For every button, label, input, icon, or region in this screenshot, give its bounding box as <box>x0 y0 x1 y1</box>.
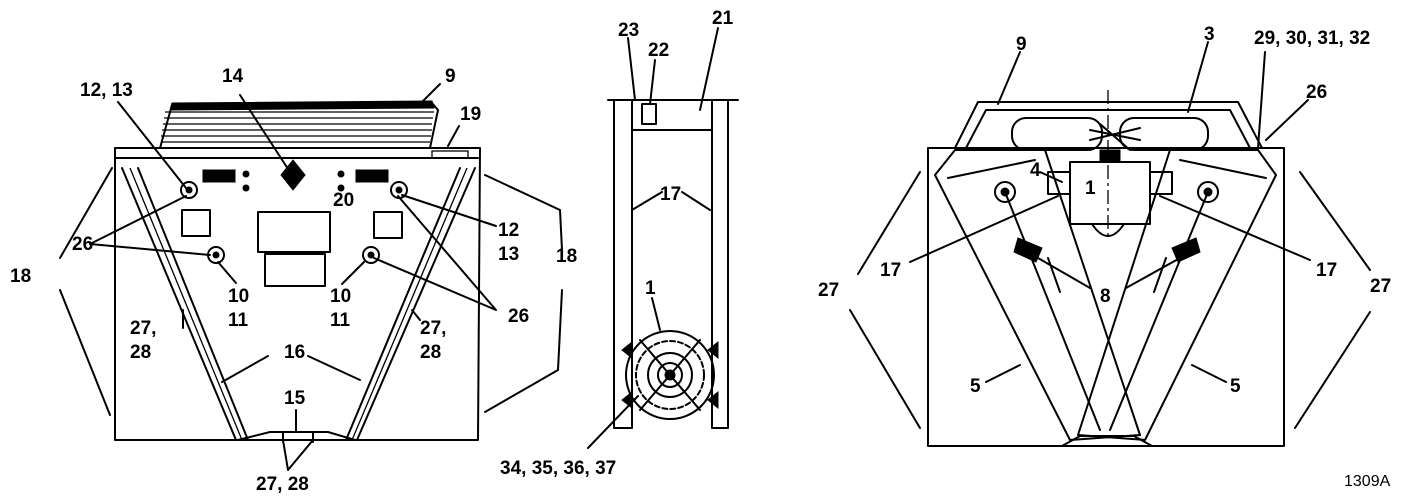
top-coil-grille <box>159 100 439 149</box>
control-box-lower <box>264 253 326 287</box>
label-4: 4 <box>1030 160 1041 181</box>
rear-ducts <box>934 149 1277 447</box>
front-leader-lines <box>59 83 563 471</box>
front-view-labels: 9 12, 13 14 19 18 26 10 11 20 12 13 18 1… <box>10 66 577 495</box>
label-20: 20 <box>333 190 354 211</box>
label-21: 21 <box>712 8 734 29</box>
label-9-rear: 9 <box>1016 34 1027 55</box>
label-11-left: 11 <box>228 310 249 331</box>
valve-fittings <box>180 181 408 264</box>
connector-left <box>202 169 236 183</box>
front-cabinet-outline <box>114 147 481 441</box>
label-27-right: 27, <box>420 318 446 339</box>
label-27-rear-left: 27 <box>818 280 839 301</box>
rear-cylinder <box>1011 117 1209 151</box>
side-clip <box>641 103 657 125</box>
label-16: 16 <box>284 342 305 363</box>
fan-motor <box>621 330 719 420</box>
v-rails <box>121 167 476 441</box>
label-8: 8 <box>1100 286 1111 307</box>
label-34-37: 34, 35, 36, 37 <box>500 458 616 479</box>
label-18-left: 18 <box>10 266 31 287</box>
label-1-side: 1 <box>645 278 656 299</box>
label-26-rear: 26 <box>1306 82 1327 103</box>
rear-view <box>849 41 1371 447</box>
bracket-right <box>373 211 403 239</box>
label-1-rear: 1 <box>1085 178 1096 199</box>
label-29-32: 29, 30, 31, 32 <box>1254 28 1370 49</box>
label-27-28-bottom: 27, 28 <box>256 474 309 495</box>
label-3: 3 <box>1204 24 1215 45</box>
label-12-right: 12 <box>498 220 519 241</box>
label-27-left: 27, <box>130 318 156 339</box>
label-26-right: 26 <box>508 306 529 327</box>
side-panel-outline <box>613 99 729 429</box>
label-28-right: 28 <box>420 342 441 363</box>
label-17-side: 17 <box>660 184 681 205</box>
rear-view-labels: 9 3 29, 30, 31, 32 26 4 1 17 17 8 27 27 … <box>818 24 1391 397</box>
label-23: 23 <box>618 20 639 41</box>
label-12-13: 12, 13 <box>80 80 133 101</box>
label-9: 9 <box>445 66 456 87</box>
label-18-right: 18 <box>556 246 577 267</box>
label-5-rear-right: 5 <box>1230 376 1241 397</box>
label-10-right: 10 <box>330 286 351 307</box>
label-17-rear-right: 17 <box>1316 260 1337 281</box>
figure-id: 1309A <box>1344 473 1391 490</box>
connector-right <box>355 169 389 183</box>
label-19: 19 <box>460 104 481 125</box>
label-26-left: 26 <box>72 234 93 255</box>
label-13-right: 13 <box>498 244 519 265</box>
rear-motor <box>1047 149 1173 237</box>
rear-leader-lines <box>849 41 1371 429</box>
side-view-labels: 23 22 21 17 1 34, 35, 36, 37 <box>500 8 734 479</box>
label-27-rear-right: 27 <box>1370 276 1391 297</box>
control-box-upper <box>257 211 331 253</box>
label-5-rear-left: 5 <box>970 376 981 397</box>
label-14: 14 <box>222 66 244 87</box>
label-17-rear-left: 17 <box>880 260 901 281</box>
label-11-right: 11 <box>330 310 351 331</box>
side-view <box>587 27 739 449</box>
front-view <box>59 83 563 471</box>
side-leader-lines <box>587 27 719 449</box>
label-15: 15 <box>284 388 306 409</box>
label-10-left: 10 <box>228 286 249 307</box>
bracket-left <box>181 209 211 237</box>
rear-cabinet-outline <box>927 147 1285 447</box>
label-22: 22 <box>648 40 669 61</box>
label-28-left: 28 <box>130 342 151 363</box>
